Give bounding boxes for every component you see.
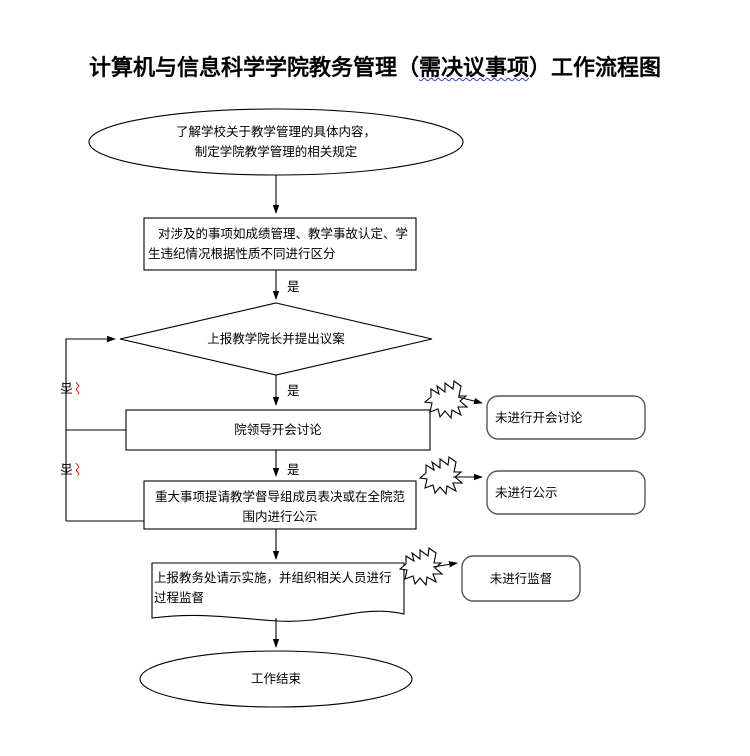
node-meeting: [125, 409, 431, 451]
edge-label-no-1: 否: [61, 382, 75, 395]
node-classify: [143, 217, 417, 271]
node-no-supervision: [461, 555, 581, 602]
edge-label-yes-2: 是: [287, 384, 300, 398]
edge-meeting-to-no-meeting: [457, 396, 483, 405]
node-no-publicity: [486, 470, 646, 515]
node-start: [88, 108, 464, 176]
node-report: [151, 562, 405, 622]
title-before: 计算机与信息科学学院教务管理（: [88, 55, 419, 80]
edge-report-to-no-supervision: [432, 561, 458, 568]
node-decision: [119, 302, 433, 376]
edge-label-yes-3: 是: [287, 463, 300, 477]
page-title: 计算机与信息科学学院教务管理（需决议事项）工作流程图: [0, 50, 750, 82]
edge-label-yes-1: 是: [287, 280, 300, 294]
starburst-icon-publicity: [418, 456, 464, 496]
node-vote: [143, 480, 417, 530]
node-end: [139, 650, 413, 708]
edge-label-no-2: 否: [61, 463, 75, 476]
starburst-icon-meeting: [423, 380, 469, 420]
title-after: ）工作流程图: [529, 55, 662, 80]
starburst-icon-supervision: [398, 547, 444, 587]
node-no-meeting: [486, 395, 646, 440]
edge-left-rail-to-decision: [65, 335, 116, 521]
title-highlight: 需决议事项: [418, 55, 529, 80]
